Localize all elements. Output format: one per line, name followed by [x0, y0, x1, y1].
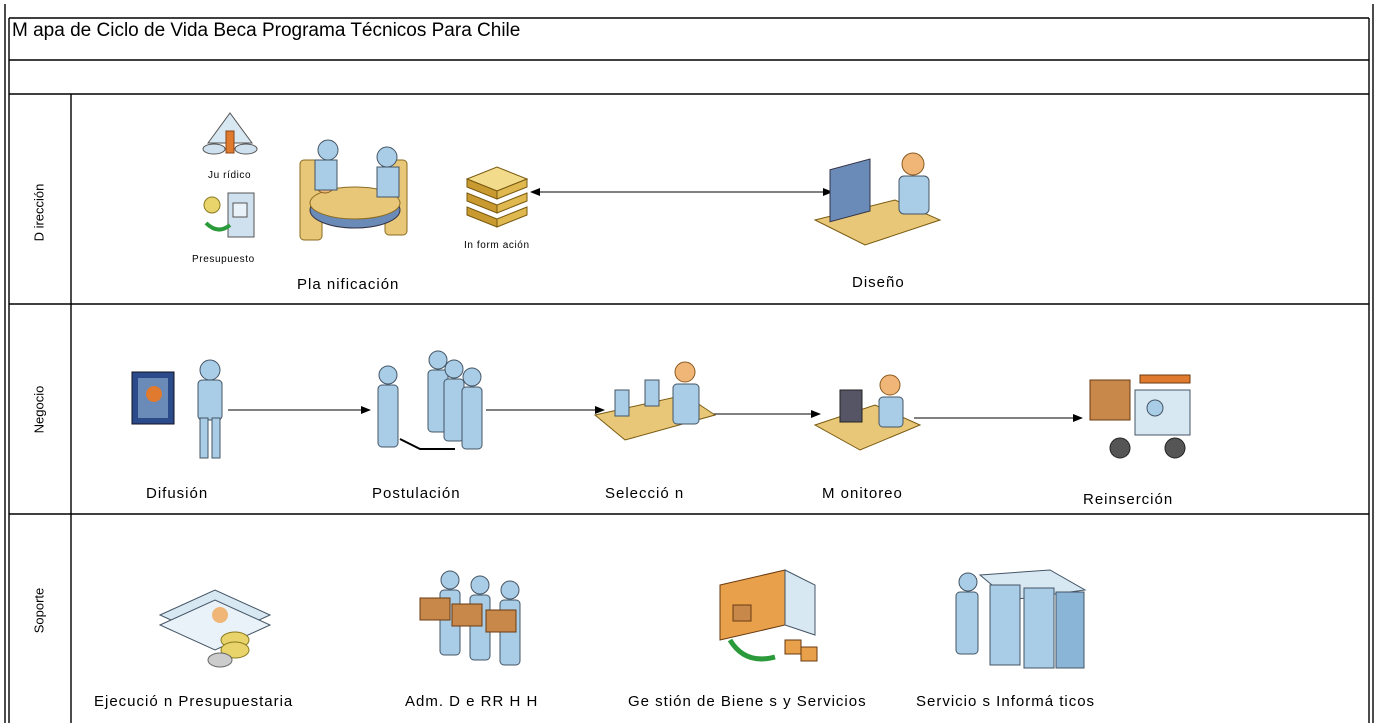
diagram-title: M apa de Ciclo de Vida Beca Programa Téc… — [12, 20, 521, 41]
label-seleccion: Selecció n — [605, 485, 685, 502]
designer-icon — [813, 152, 942, 246]
label-reinsercion: Reinserción — [1083, 491, 1174, 508]
label-monitoreo: M onitoreo — [822, 485, 903, 502]
label-diseno: Diseño — [852, 274, 905, 291]
monitoring-icon — [813, 374, 922, 451]
lane-label-direccion: D irección — [31, 183, 47, 242]
label-postulacion: Postulación — [372, 485, 461, 502]
label-juridico: Ju rídico — [208, 170, 252, 181]
label-planificacion: Pla nificación — [297, 276, 400, 293]
delivery-truck-icon — [719, 569, 818, 662]
lane-label-negocio: Negocio — [31, 385, 47, 434]
connectors — [228, 188, 1083, 422]
label-informaticos: Servicio s Informá ticos — [916, 693, 1096, 710]
label-presupuesto: Presupuesto — [192, 254, 255, 265]
label-rrhh: Adm. D e RR H H — [405, 693, 539, 710]
meeting-icon — [299, 139, 408, 241]
label-difusion: Difusión — [146, 485, 209, 502]
presenter-icon — [131, 359, 223, 459]
documents-coins-icon — [158, 589, 272, 668]
label-bienes: Ge stión de Biene s y Servicios — [628, 693, 867, 710]
label-informacion: In form ación — [464, 240, 530, 251]
safe-icon — [203, 192, 255, 238]
server-rack-icon — [955, 569, 1087, 669]
label-ejecucion: Ejecució n Presupuestaria — [94, 693, 294, 710]
lane-label-soporte: Soporte — [31, 587, 47, 634]
forklift-icon — [1089, 374, 1191, 459]
scale-icon — [202, 112, 258, 155]
inspector-icon — [593, 361, 717, 441]
frame-lines — [4, 4, 1374, 723]
documents-stack-icon — [465, 166, 529, 228]
workers-boxes-icon — [419, 570, 521, 666]
people-group-icon — [377, 350, 483, 450]
